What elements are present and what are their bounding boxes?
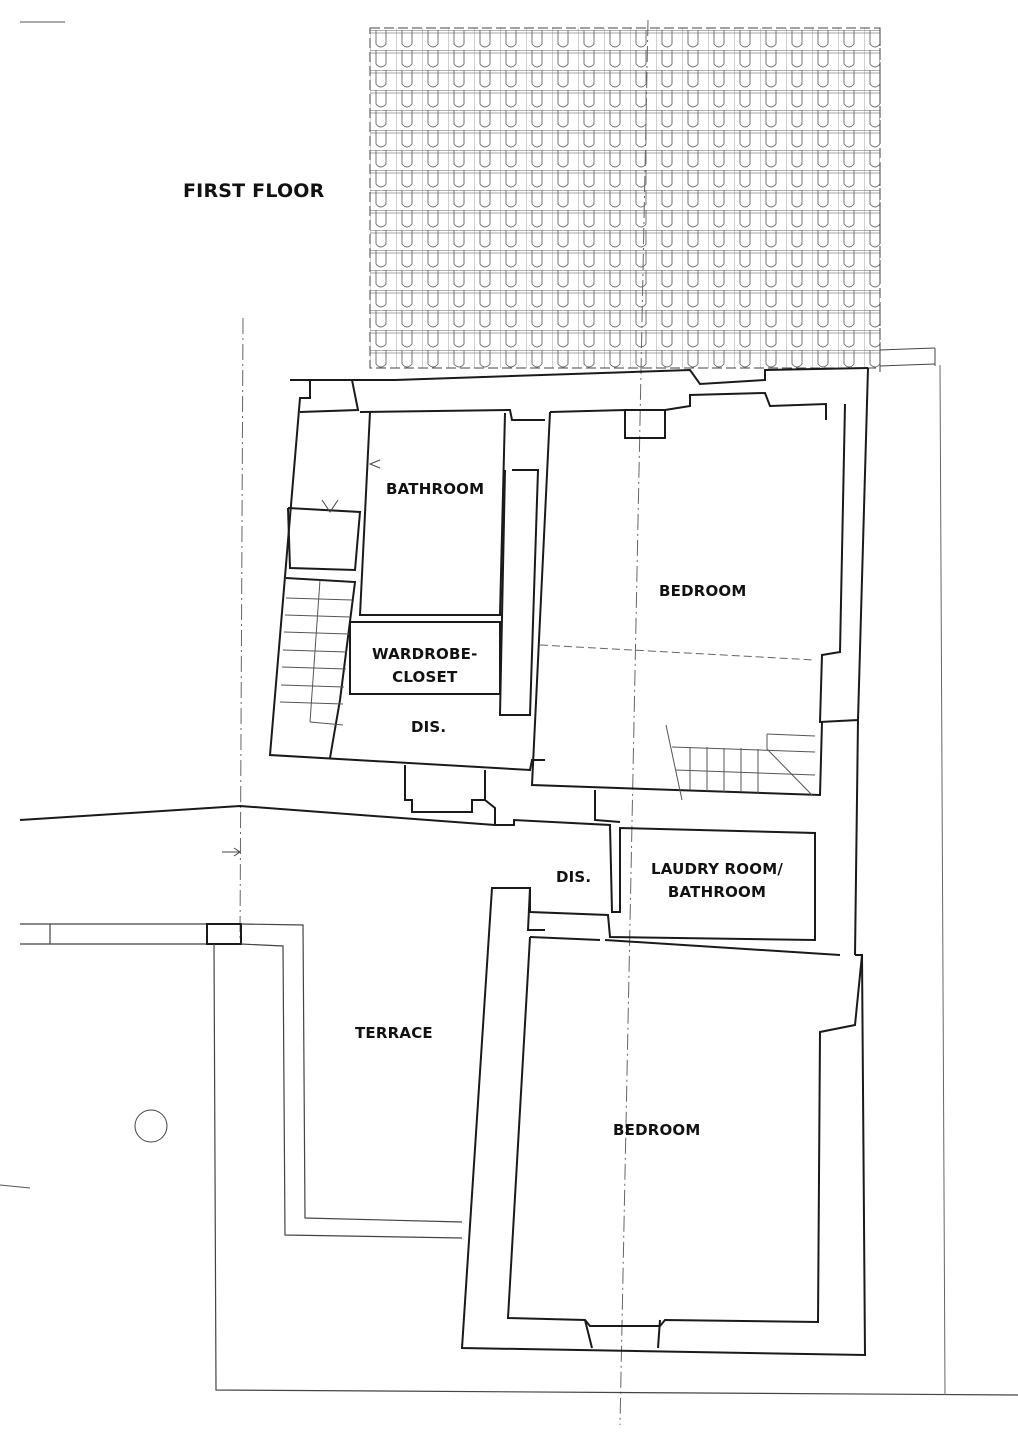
stairs-bedroom xyxy=(665,724,816,801)
floor-title: FIRST FLOOR xyxy=(183,180,325,202)
room-label-bedroom-1: BEDROOM xyxy=(659,582,747,600)
room-label-bedroom-2: BEDROOM xyxy=(613,1121,701,1139)
walls-bathroom xyxy=(285,411,540,759)
room-label-terrace: TERRACE xyxy=(355,1024,433,1042)
walls-bedroom-2 xyxy=(506,936,863,1349)
roof-tiles xyxy=(369,27,936,372)
corner-marks xyxy=(0,21,65,1189)
room-label-wardrobe-closet: WARDROBE- CLOSET xyxy=(372,645,478,686)
room-label-dis-2: DIS. xyxy=(556,868,592,886)
outline-right xyxy=(939,364,946,1396)
arrow-markers xyxy=(222,459,381,857)
walls-bedroom-1 xyxy=(530,409,823,797)
walls-corridor xyxy=(19,765,867,1357)
terrace-walls xyxy=(20,923,1018,1396)
axis-lines xyxy=(239,19,649,1426)
bedroom-1-dashed xyxy=(539,644,816,661)
room-label-bathroom: BATHROOM xyxy=(386,480,485,498)
stairs-left xyxy=(279,579,353,726)
room-label-dis-1: DIS. xyxy=(411,718,447,736)
drain-circle xyxy=(134,1109,168,1143)
room-label-laundry-bathroom: LAUDRY ROOM/ BATHROOM xyxy=(651,860,784,901)
